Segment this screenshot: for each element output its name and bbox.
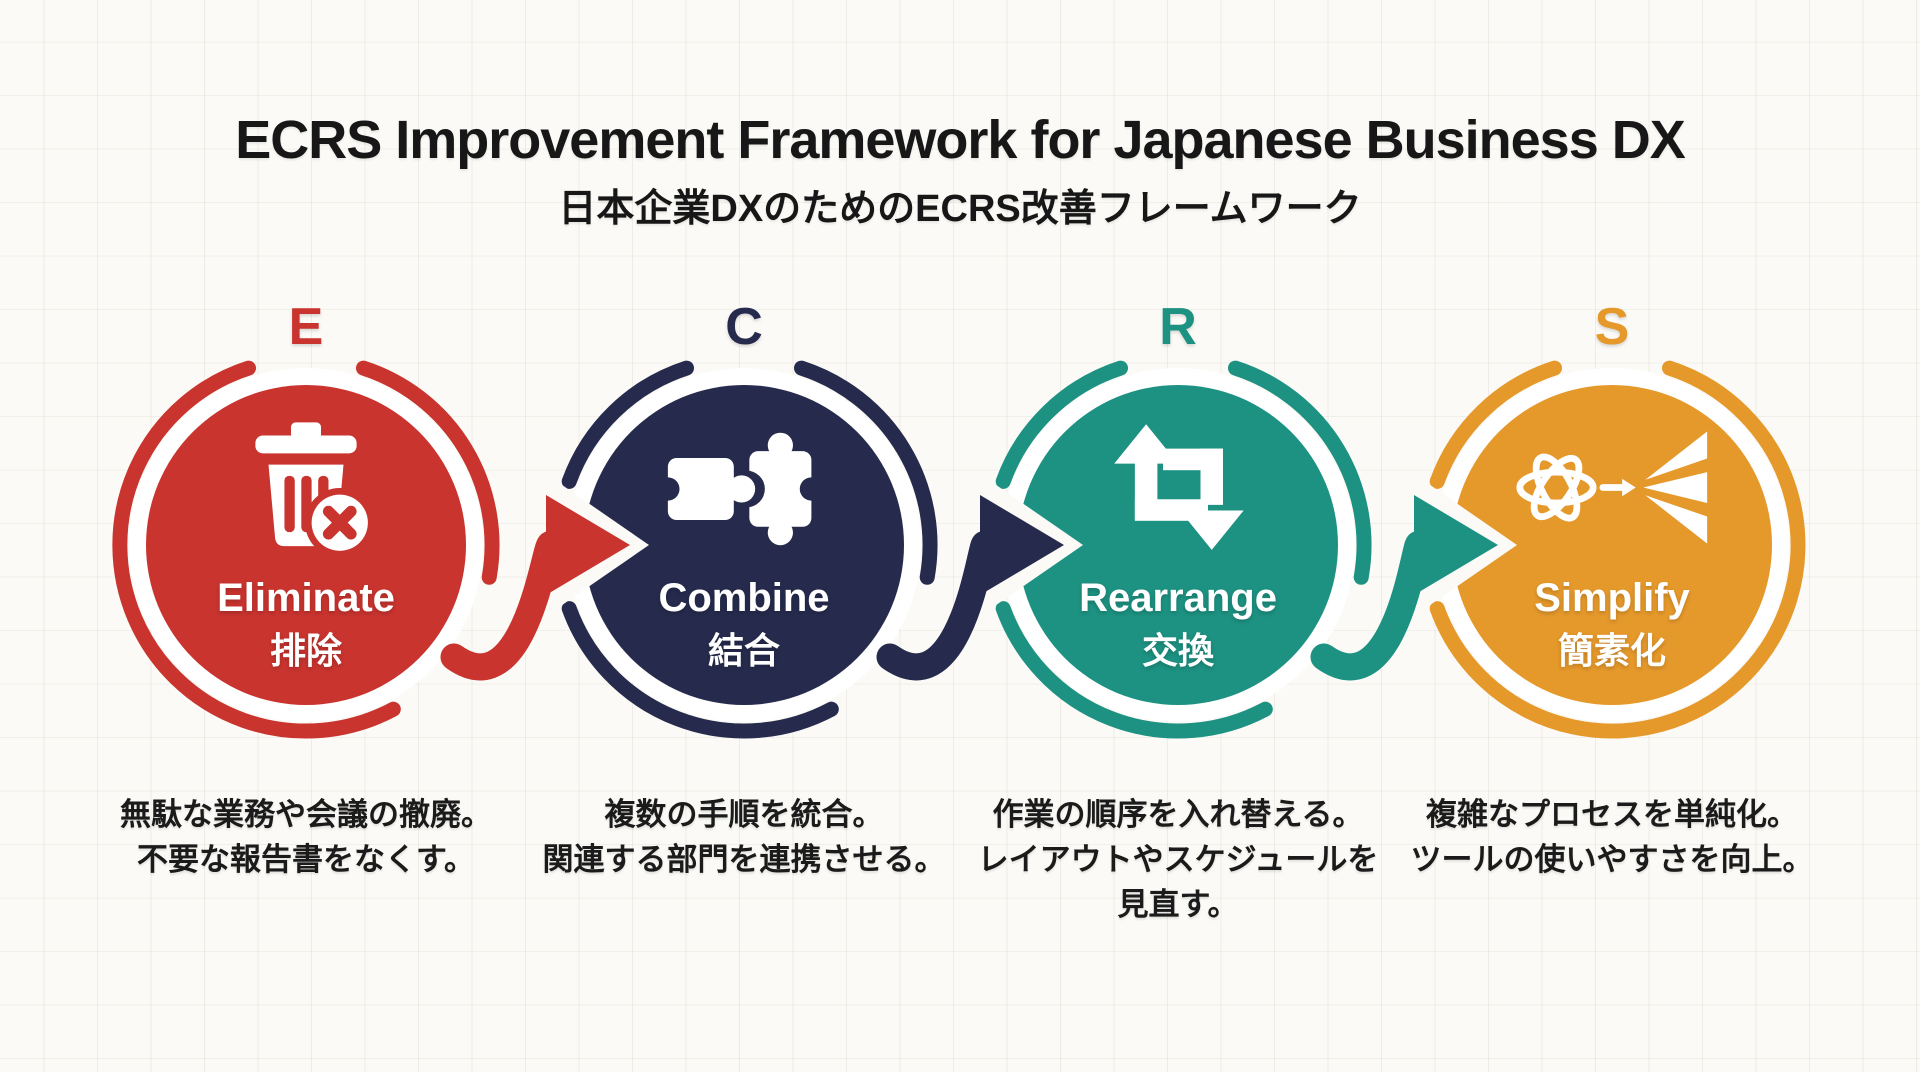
step-name: Rearrange <box>1079 576 1277 620</box>
page-title: ECRS Improvement Framework for Japanese … <box>235 110 1686 170</box>
page-subtitle-ja: 日本企業DXのためのECRS改善フレームワーク <box>558 188 1362 230</box>
step-circle: Eliminate 排除 <box>146 385 466 705</box>
step-simplify: S Simplify 簡素化 複雑なプロセスを単純化。 ツールの使いやすさを向上… <box>1392 280 1832 980</box>
step-combine: C Combine 結合 複数の手順を統合。 関連する部門を連携させる。 <box>524 280 964 980</box>
step-eliminate: E Eliminate 排除 無駄な業務や会議の撤廃。 不要な報告書をなくす。 <box>86 280 526 980</box>
step-description: 複数の手順を統合。 関連する部門を連携させる。 <box>542 797 946 877</box>
step-circle: Combine 結合 <box>584 385 904 705</box>
swap-arrows-icon <box>1018 405 1338 570</box>
step-description: 複雑なプロセスを単純化。 ツールの使いやすさを向上。 <box>1410 797 1814 877</box>
step-name: Combine <box>658 576 830 620</box>
step-name-ja: 交換 <box>1141 630 1214 671</box>
step-name: Eliminate <box>217 576 395 620</box>
step-name-ja: 結合 <box>707 630 780 671</box>
step-name-ja: 簡素化 <box>1557 630 1666 671</box>
puzzle-icon <box>584 405 904 570</box>
trash-delete-icon <box>146 405 466 570</box>
step-description: 作業の順序を入れ替える。 レイアウトやスケジュールを 見直す。 <box>977 797 1379 922</box>
step-name: Simplify <box>1534 576 1690 620</box>
step-letter: E <box>288 298 324 356</box>
step-letter: R <box>1159 298 1197 356</box>
step-letter: S <box>1594 298 1630 356</box>
untangle-icon <box>1452 405 1772 570</box>
step-letter: C <box>725 298 763 356</box>
step-ring-arc <box>1429 360 1806 739</box>
step-circle: Simplify 簡素化 <box>1452 385 1772 705</box>
step-name-ja: 排除 <box>269 630 342 671</box>
step-rearrange: R Rearrange 交換 作業の順序を入れ替える。 レイアウトやスケジュール… <box>958 280 1398 980</box>
step-description: 無駄な業務や会議の撤廃。 不要な報告書をなくす。 <box>120 797 492 877</box>
step-circle: Rearrange 交換 <box>1018 385 1338 705</box>
